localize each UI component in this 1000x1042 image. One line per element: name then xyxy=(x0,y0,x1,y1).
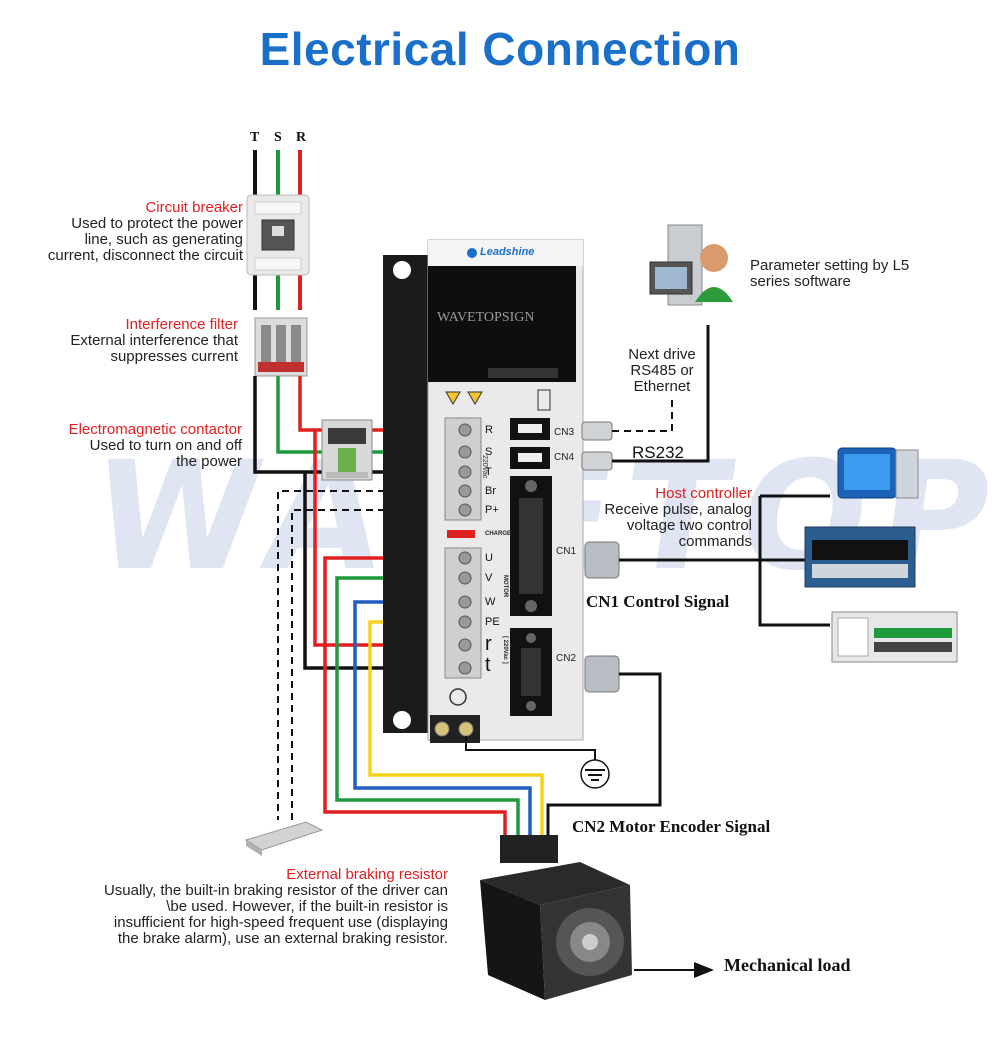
contactor-desc-1: Used to turn on and off xyxy=(89,437,242,454)
next-drive-line-3: Ethernet xyxy=(633,378,691,395)
circuit-breaker-desc-3: current, disconnect the circuit xyxy=(47,247,243,264)
contactor-desc-2: the power xyxy=(176,453,242,470)
braking-resistor-desc-2: \be used. However, if the built-in resis… xyxy=(166,898,448,915)
terminal-label-u: U xyxy=(485,552,493,564)
interference-filter-desc-2: suppresses current xyxy=(110,348,238,365)
software-label: Parameter setting by L5 series software xyxy=(750,258,970,290)
interference-filter-label: Interference filter External interferenc… xyxy=(30,316,238,365)
contactor-label: Electromagnetic contactor Used to turn o… xyxy=(20,421,242,470)
plc-module-icon xyxy=(831,611,958,663)
host-controller-title: Host controller xyxy=(655,485,752,502)
terminal-label-w: W xyxy=(485,596,496,608)
interference-filter-desc-1: External interference that xyxy=(70,332,238,349)
terminal-label-br: Br xyxy=(485,485,496,497)
braking-resistor-icon xyxy=(244,821,324,856)
computer-user-icon xyxy=(649,224,733,306)
phase-label-t: T xyxy=(250,130,260,145)
charge-label: CHARGE xyxy=(485,531,512,537)
circuit-breaker-title: Circuit breaker xyxy=(145,199,243,216)
circuit-breaker-desc-2: line, such as generating xyxy=(84,231,243,248)
cn2-signal-label: CN2 Motor Encoder Signal xyxy=(572,817,771,836)
contactor-title: Electromagnetic contactor xyxy=(68,421,242,438)
braking-resistor-desc-3: insufficient for high-speed frequent use… xyxy=(113,914,448,931)
circuit-breaker-desc-1: Used to protect the power xyxy=(71,215,243,232)
servo-motor-icon xyxy=(480,835,632,1000)
host-controller-desc-1: Receive pulse, analog xyxy=(604,501,752,518)
host-computer-icon xyxy=(837,447,919,499)
page-title: Electrical Connection xyxy=(259,23,741,75)
ground-symbol-icon xyxy=(465,736,610,789)
rs232-label: RS232 xyxy=(632,443,684,462)
interference-filter-icon xyxy=(254,317,308,377)
rs232-wiring xyxy=(581,325,710,471)
terminal-label-s: S xyxy=(485,446,493,458)
braking-resistor-desc-1: Usually, the built-in braking resistor o… xyxy=(103,882,448,899)
plc-icon xyxy=(804,526,916,588)
circuit-breaker-label: Circuit breaker Used to protect the powe… xyxy=(30,199,243,264)
terminal-label-r-ctrl: r xyxy=(485,633,492,655)
cn4-label: CN4 xyxy=(554,452,575,463)
terminal-label-p-plus: P+ xyxy=(485,504,499,516)
control-voltage-label: [ 220Vac ] xyxy=(502,636,508,664)
host-controller-desc-2: voltage two control xyxy=(626,517,752,534)
host-controller-desc-3: commands xyxy=(678,533,752,550)
terminal-label-t-ctrl: t xyxy=(485,654,491,676)
software-desc-2: series software xyxy=(750,273,851,290)
cn1-wiring xyxy=(584,494,830,627)
cn3-label: CN3 xyxy=(554,427,575,438)
braking-resistor-desc-4: the brake alarm), use an external brakin… xyxy=(117,930,448,947)
braking-resistor-label: External braking resistor Usually, the b… xyxy=(20,866,448,947)
driver-brand: Leadshine xyxy=(480,246,535,258)
terminal-label-r: R xyxy=(485,424,493,436)
terminal-label-v: V xyxy=(485,572,493,584)
driver-panel-watermark: WAVETOPSIGN xyxy=(437,310,535,325)
interference-filter-title: Interference filter xyxy=(125,316,238,333)
motor-label: MOTOR xyxy=(502,575,508,598)
next-drive-line-1: Next drive xyxy=(628,346,696,363)
circuit-breaker-icon xyxy=(246,194,310,276)
supply-wires xyxy=(253,150,302,310)
phase-label-r: R xyxy=(296,130,307,145)
terminal-label-t: T xyxy=(485,466,492,478)
braking-resistor-title: External braking resistor xyxy=(286,866,448,883)
cn1-label: CN1 xyxy=(556,546,577,557)
next-drive-label: Next drive RS485 or Ethernet xyxy=(618,347,706,395)
host-controller-label: Host controller Receive pulse, analog vo… xyxy=(578,485,752,550)
power-voltage-label: 220Vac xyxy=(481,455,488,479)
cn2-wiring xyxy=(546,655,662,840)
terminal-label-pe: PE xyxy=(485,616,500,628)
next-drive-line-2: RS485 or xyxy=(630,362,694,379)
contactor-icon xyxy=(321,419,373,481)
servo-driver xyxy=(383,239,584,743)
cn1-signal-label: CN1 Control Signal xyxy=(586,592,730,611)
software-desc-1: Parameter setting by L5 xyxy=(750,257,910,274)
cn2-label: CN2 xyxy=(556,653,577,664)
mechanical-load-label: Mechanical load xyxy=(724,955,851,975)
phase-label-s: S xyxy=(274,130,282,145)
